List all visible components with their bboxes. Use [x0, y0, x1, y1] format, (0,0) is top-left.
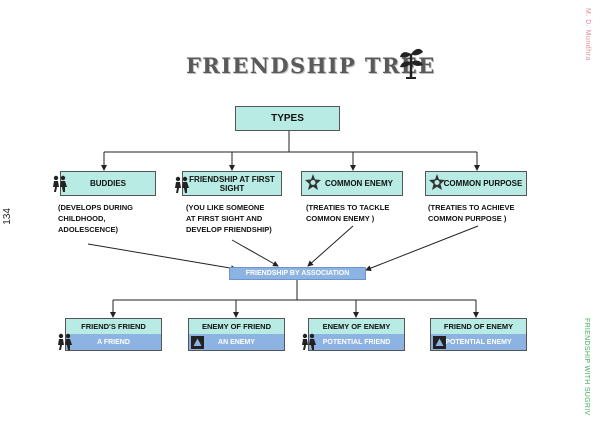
book-title-margin-text: FRIENDSHIP WITH SUGRIV — [583, 318, 590, 416]
type-label: BUDDIES — [89, 179, 126, 188]
enemy-icon — [433, 336, 446, 349]
friends-icon — [302, 333, 316, 350]
association-node: FRIENDSHIP BY ASSOCIATION — [229, 267, 366, 280]
derived-node-label: ENEMY OF FRIEND — [188, 318, 285, 334]
star-badge-icon — [305, 174, 321, 190]
type-description-common-purpose: (TREATIES TO ACHIEVE COMMON PURPOSE ) — [428, 203, 515, 223]
type-label: COMMON ENEMY — [325, 179, 393, 188]
type-node-common-enemy: COMMON ENEMY — [301, 171, 403, 196]
friends-icon — [53, 175, 67, 192]
types-node: TYPES — [235, 106, 340, 131]
derived-node-result: AN ENEMY — [188, 334, 285, 351]
derived-node-label: FRIEND'S FRIEND — [65, 318, 162, 334]
star-badge-icon — [429, 174, 445, 190]
plant-icon — [400, 48, 423, 79]
derived-node-result: POTENTIAL FRIEND — [308, 334, 405, 351]
derived-node-result: A FRIEND — [65, 334, 162, 351]
type-description-common-enemy: (TREATIES TO TACKLE COMMON ENEMY ) — [306, 203, 390, 223]
enemy-icon — [191, 336, 204, 349]
type-description-first-sight: (YOU LIKE SOMEONE AT FIRST SIGHT AND DEV… — [186, 203, 272, 234]
type-node-buddies: BUDDIES — [60, 171, 156, 196]
derived-node-result: POTENTIAL ENEMY — [430, 334, 527, 351]
derived-node-label: ENEMY OF ENEMY — [308, 318, 405, 334]
type-description-buddies: (DEVELOPS DURING CHILDHOOD, ADOLESCENCE) — [58, 203, 134, 234]
friends-icon — [175, 176, 189, 193]
author-margin-text: M. D. Mundhra — [584, 8, 591, 61]
type-node-common-purpose: COMMON PURPOSE — [425, 171, 527, 196]
type-label: FRIENDSHIP AT FIRST SIGHT — [189, 174, 275, 193]
diagram-title: FRIENDSHIP TREE — [186, 53, 436, 78]
type-node-first-sight: FRIENDSHIP AT FIRST SIGHT — [182, 171, 282, 196]
derived-node-label: FRIEND OF ENEMY — [430, 318, 527, 334]
type-label: COMMON PURPOSE — [443, 179, 523, 188]
friends-icon — [58, 333, 72, 350]
